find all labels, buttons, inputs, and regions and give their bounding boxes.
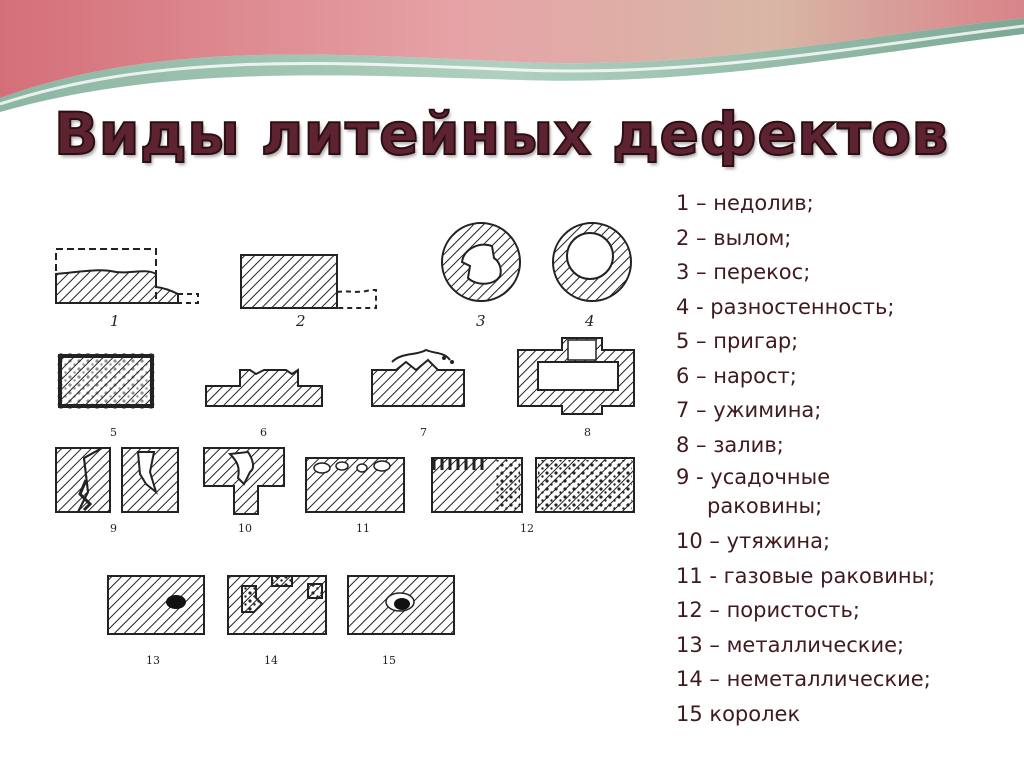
- legend-item: 2 – вылом;: [676, 225, 792, 250]
- label-14: 14: [264, 654, 278, 667]
- label-3: 3: [476, 312, 486, 330]
- defect-14-nonmetallic-inclusion: 14: [227, 575, 327, 667]
- label-7: 7: [420, 426, 427, 439]
- defect-4-wall-variation: 4: [552, 222, 632, 330]
- slide-title: Виды литейных дефектов: [53, 99, 949, 169]
- defect-6-growth: 6: [205, 368, 323, 439]
- legend-item: 15 королек: [676, 701, 801, 726]
- label-10: 10: [238, 522, 252, 535]
- defect-13-metallic-inclusion: 13: [107, 575, 205, 667]
- label-1: 1: [110, 312, 120, 330]
- label-4: 4: [584, 312, 595, 330]
- legend-item: 5 – пригар;: [676, 329, 799, 353]
- defect-11-gas-porosity: 11: [305, 457, 405, 535]
- legend-item: 8 – залив;: [676, 432, 784, 457]
- label-12: 12: [520, 522, 534, 535]
- label-8: 8: [584, 426, 591, 439]
- defect-9-shrinkage: 9: [55, 447, 179, 535]
- label-5: 5: [110, 426, 117, 439]
- legend-item: 14 – неметаллические;: [676, 667, 931, 691]
- defect-2-breakage: 2: [240, 254, 377, 330]
- label-2: 2: [295, 312, 306, 330]
- defect-8-flash: 8: [517, 337, 635, 439]
- label-13: 13: [146, 654, 160, 667]
- defect-15-cold-shot: 15: [347, 575, 455, 667]
- defect-10-sink: 10: [203, 447, 285, 535]
- legend-item: 3 – перекос;: [676, 260, 811, 284]
- label-9: 9: [110, 522, 117, 535]
- label-11: 11: [356, 522, 370, 535]
- banner-pink-band: [0, 0, 1024, 98]
- label-6: 6: [260, 426, 267, 439]
- legend-item: 7 – ужимина;: [676, 398, 822, 422]
- legend-item: 10 – утяжина;: [676, 529, 831, 553]
- banner-white-stripe: [0, 24, 1024, 106]
- legend-item: 4 - разностенность;: [676, 294, 895, 319]
- banner-green-band: [0, 18, 1024, 112]
- header-banner: [0, 0, 1024, 112]
- legend-item: 11 - газовые раковины;: [676, 563, 936, 588]
- legend-item: 6 – нарост;: [676, 363, 797, 388]
- legend-item: 13 – металлические;: [676, 632, 905, 657]
- defect-7-scab: 7: [371, 348, 465, 439]
- defects-figure: 1 2 3 4 5 6 7 8: [55, 222, 635, 667]
- label-15: 15: [382, 654, 396, 667]
- legend-item: 1 – недолив;: [676, 191, 814, 215]
- defect-legend: 1 – недолив; 2 – вылом; 3 – перекос; 4 -…: [676, 186, 935, 731]
- legend-item: 12 – пористость;: [676, 598, 860, 622]
- defect-1-misrun: 1: [55, 248, 199, 330]
- defect-3-skew: 3: [441, 222, 521, 330]
- defect-5-burn-on: 5: [57, 353, 155, 439]
- defect-12-porosity: 12: [431, 457, 635, 535]
